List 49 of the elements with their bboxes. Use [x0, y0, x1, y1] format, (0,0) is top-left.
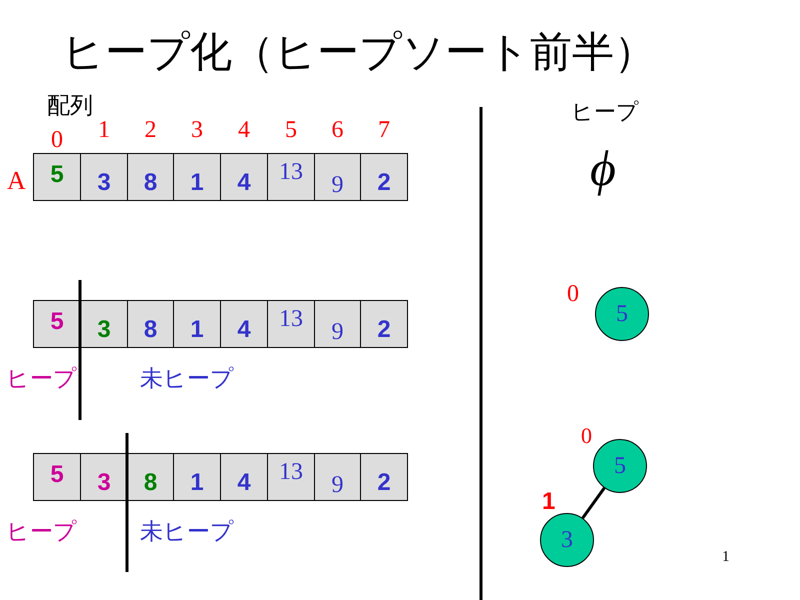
array-cell: 4 — [220, 300, 268, 348]
region-label: ヒープ — [6, 366, 77, 392]
array-cell: 1 — [173, 300, 221, 348]
array-cell: 13 — [267, 300, 315, 348]
index-number: 3 — [191, 117, 203, 145]
index-number: 1 — [98, 117, 110, 145]
array-cell: 2 — [360, 300, 408, 348]
region-label: ヒープ — [6, 519, 77, 546]
array-cell: 3 — [80, 153, 128, 201]
index-number: 0 — [51, 127, 63, 155]
array-cell: 9 — [314, 300, 361, 348]
region-label: 未ヒープ — [140, 519, 234, 546]
page-number: 1 — [722, 549, 730, 566]
array-cell: 4 — [220, 153, 268, 201]
slide-title: ヒープ化（ヒープソート前半） — [62, 28, 656, 76]
tree-node: 5 — [595, 287, 649, 341]
index-number: 5 — [285, 117, 297, 145]
index-number: 2 — [144, 117, 156, 145]
array-cell: 8 — [127, 453, 174, 501]
index-number: 0 — [567, 281, 579, 309]
section-label: 配列 — [47, 93, 93, 120]
index-number: 0 — [581, 423, 592, 448]
empty-set-symbol: ϕ — [590, 140, 616, 198]
array-cell: 5 — [33, 153, 81, 201]
tree-edge — [582, 487, 606, 519]
array-cell: 4 — [220, 453, 268, 501]
index-number: 6 — [332, 117, 344, 145]
array-name: A — [7, 166, 26, 196]
array-cell: 1 — [173, 153, 221, 201]
array-cell: 13 — [267, 153, 315, 201]
array-cell: 2 — [360, 153, 408, 201]
section-label: ヒープ — [571, 100, 639, 126]
tree-node: 5 — [593, 439, 647, 493]
array-cell: 3 — [80, 300, 128, 348]
index-number: 4 — [238, 117, 250, 145]
tree-node: 3 — [540, 513, 594, 567]
array-cell: 5 — [33, 453, 81, 501]
array-cell: 1 — [173, 453, 221, 501]
array-cell: 8 — [127, 300, 174, 348]
array-cell: 3 — [80, 453, 128, 501]
array-cell: 5 — [33, 300, 81, 348]
index-number: 1 — [542, 488, 556, 516]
array-cell: 9 — [314, 153, 361, 201]
region-label: 未ヒープ — [140, 366, 234, 392]
array-cell: 2 — [360, 453, 408, 501]
array-cell: 9 — [314, 453, 361, 501]
array-cell: 13 — [267, 453, 315, 501]
index-number: 7 — [378, 117, 390, 145]
array-cell: 8 — [127, 153, 174, 201]
